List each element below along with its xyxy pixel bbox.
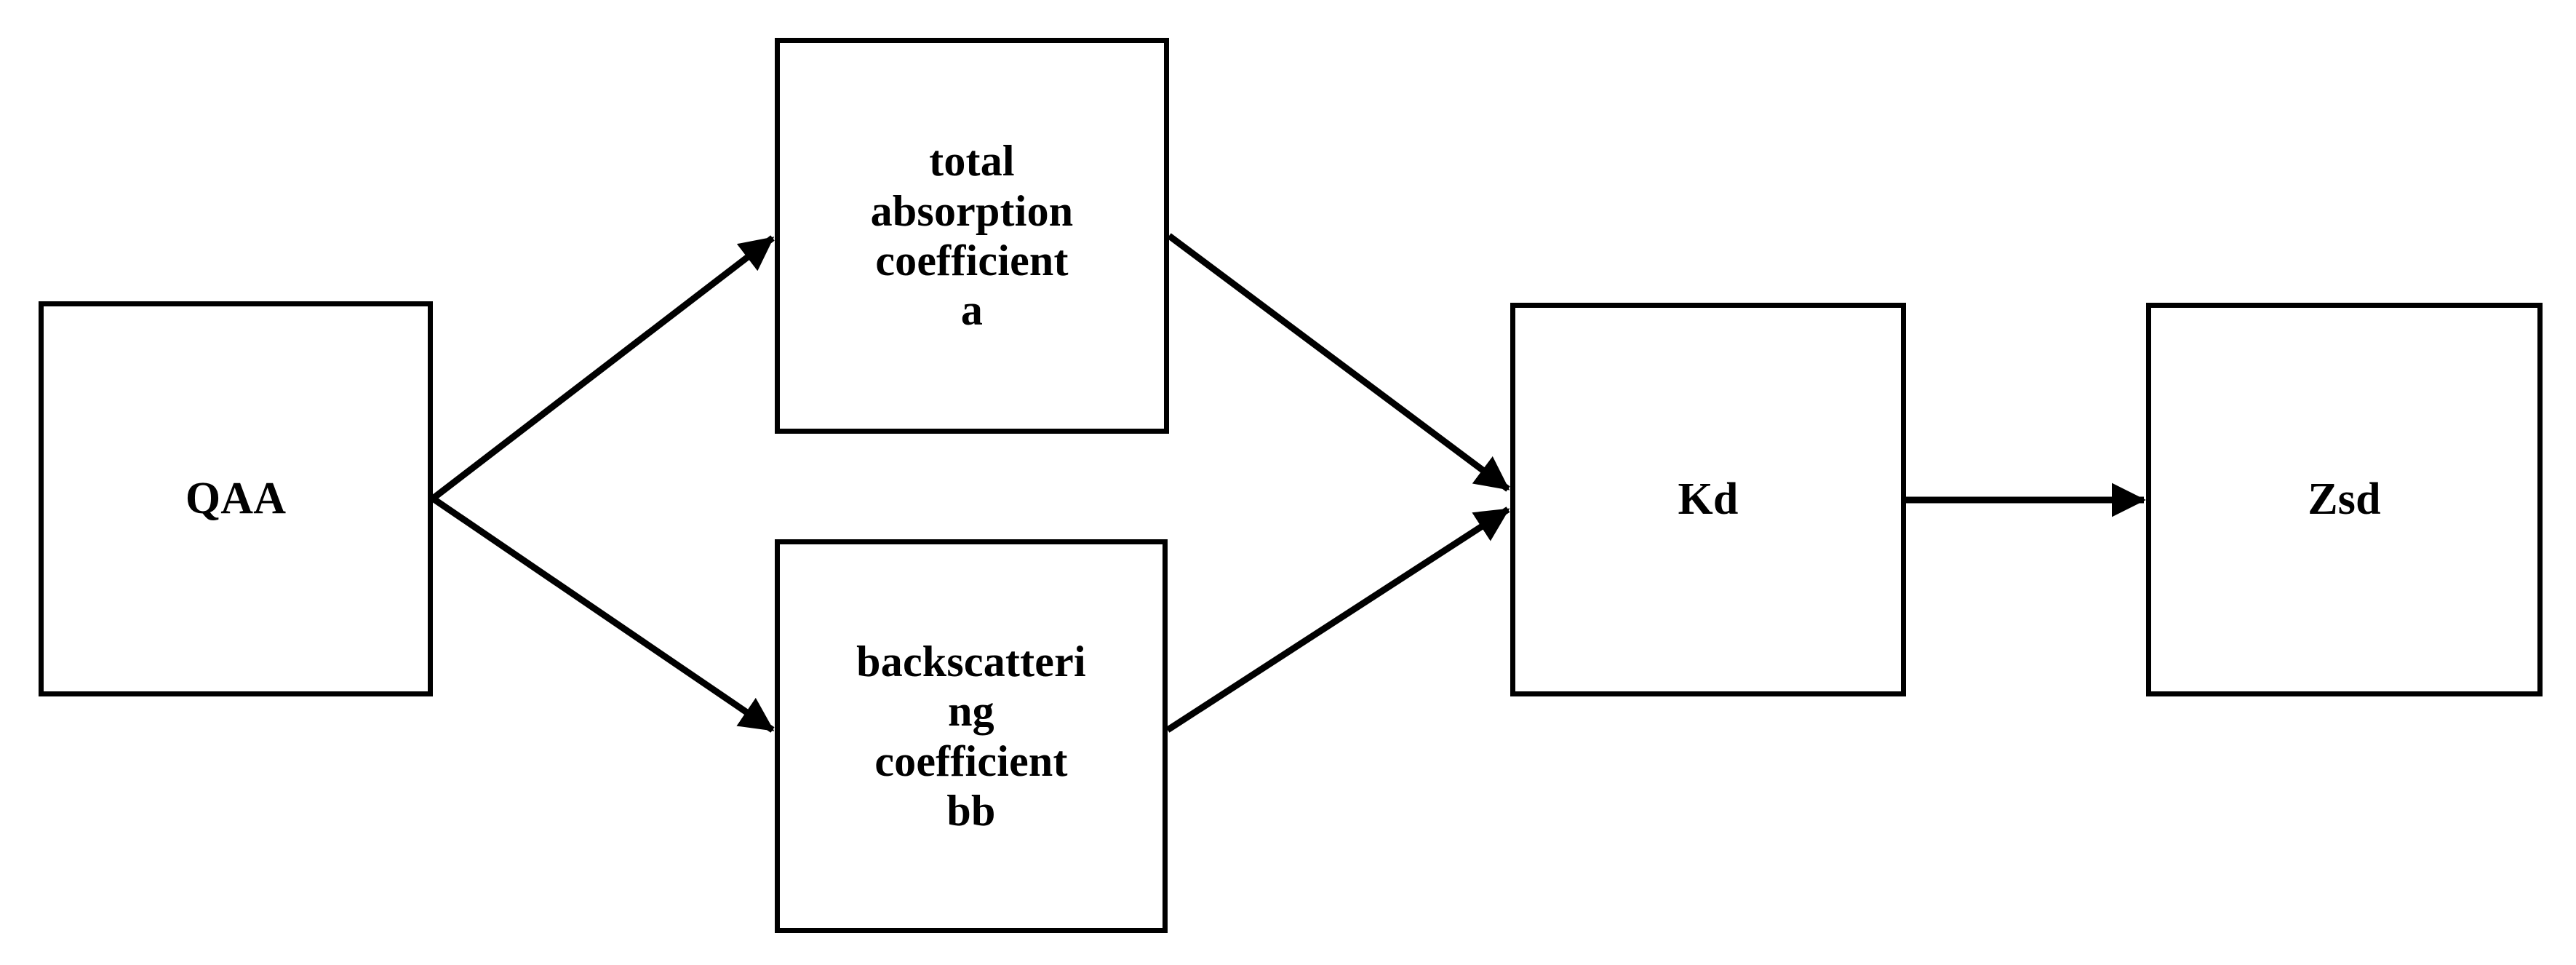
node-backscattering-coefficient-label: backscatteri ng coefficient bb [856,637,1086,835]
node-qaa-label: QAA [185,474,287,524]
edge-qaa-to-absorption [431,235,775,501]
node-kd[interactable]: Kd [1510,303,1906,696]
edge-qaa-to-backscattering [431,496,775,733]
edge-backscattering-to-kd [1165,507,1510,733]
node-kd-label: Kd [1678,474,1739,525]
edge-absorption-to-kd [1167,233,1510,492]
node-zsd[interactable]: Zsd [2146,303,2543,696]
node-zsd-label: Zsd [2308,474,2381,525]
node-total-absorption-coefficient-label: total absorption coefficient a [870,137,1074,335]
node-backscattering-coefficient[interactable]: backscatteri ng coefficient bb [775,539,1168,933]
node-qaa[interactable]: QAA [39,301,433,696]
node-total-absorption-coefficient[interactable]: total absorption coefficient a [775,38,1169,434]
